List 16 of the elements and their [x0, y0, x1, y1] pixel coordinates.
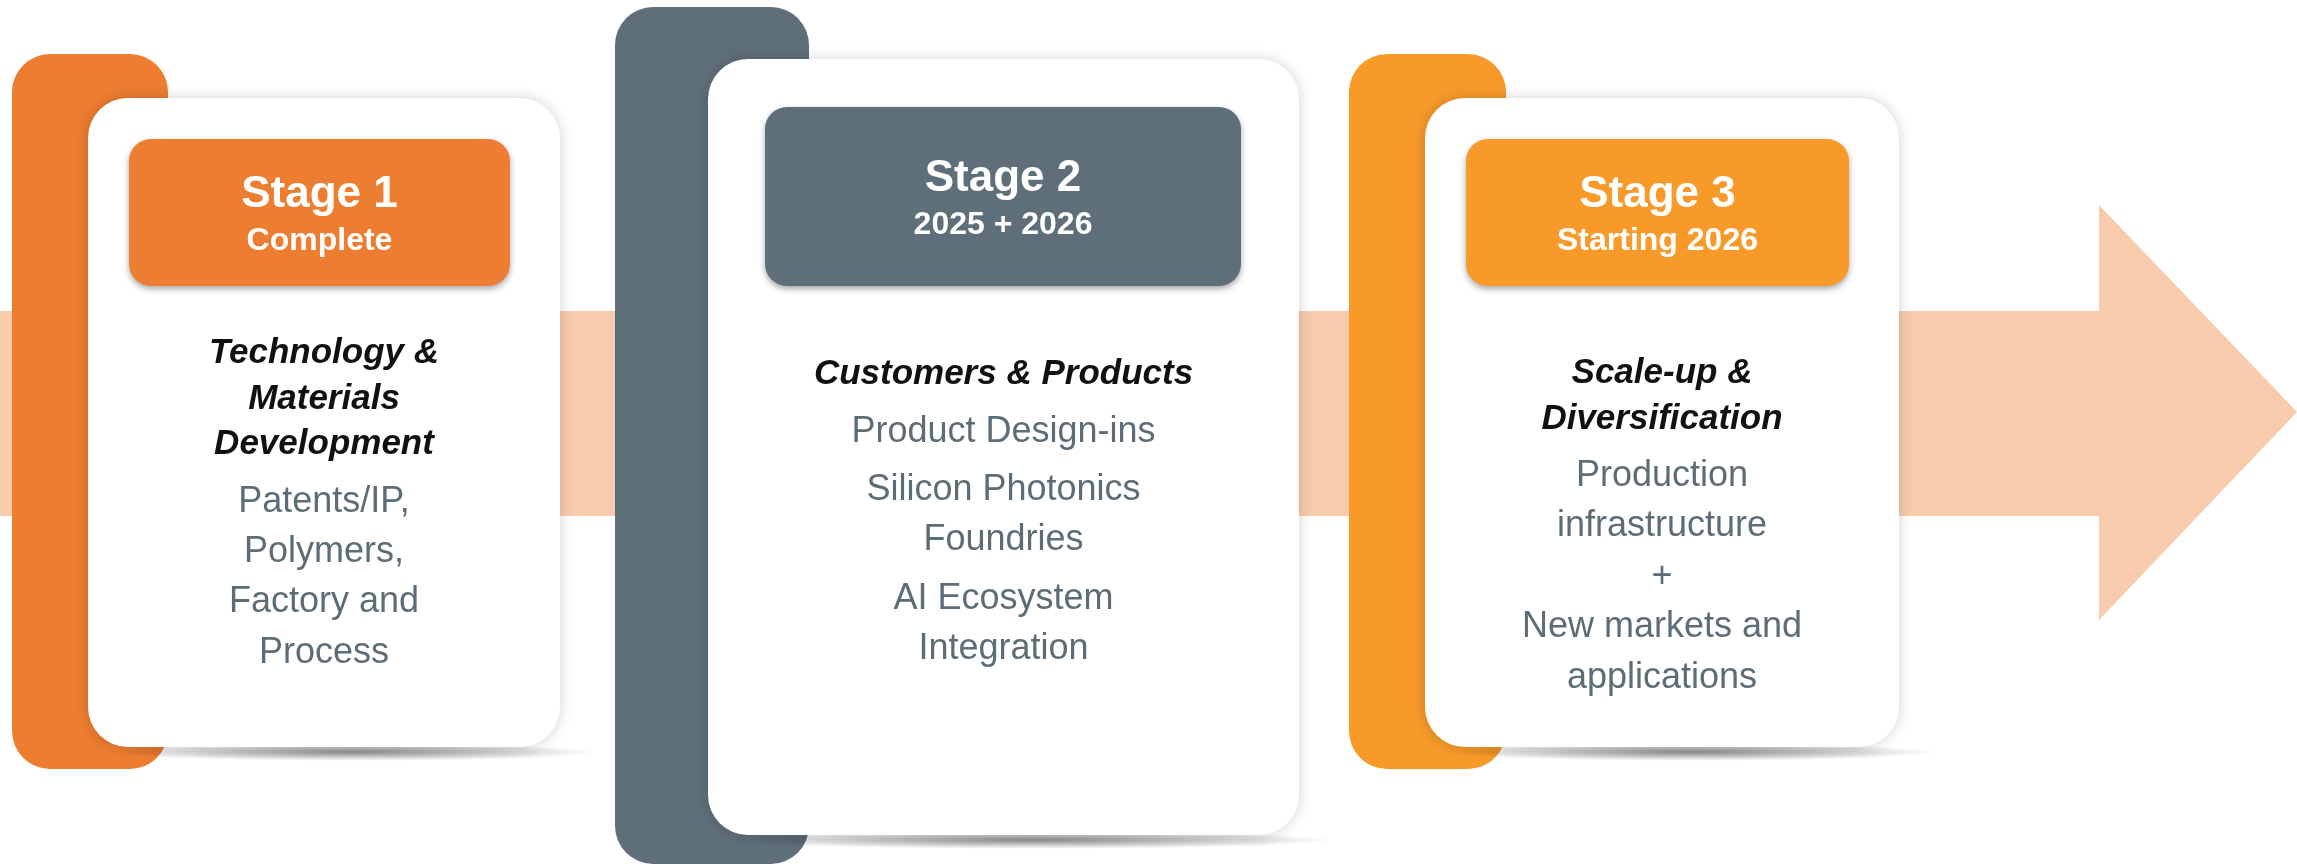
item-text: AI Ecosystem Integration: [892, 574, 1115, 670]
section-heading: Customers & Products: [813, 351, 1194, 393]
item-text: Production infrastructure: [1555, 452, 1769, 547]
section-heading: Scale-up & Diversification: [1540, 350, 1784, 438]
item-text: Product Design-ins: [851, 407, 1156, 452]
stage-card: [708, 59, 1299, 835]
item-text: Silicon Photonics Foundries: [865, 465, 1142, 561]
stage-card: [88, 98, 560, 747]
section-heading: Technology & Materials Development: [207, 330, 441, 463]
stage-header: Stage 2 2025 + 2026: [765, 107, 1241, 286]
stage-header: Stage 1 Complete: [129, 139, 510, 286]
item-text: New markets and applications: [1520, 603, 1804, 698]
stage-card: [1425, 98, 1899, 747]
item-text: Patents/IP, Polymers, Factory and Process: [227, 477, 421, 673]
item-text: +: [1651, 552, 1673, 597]
stage-header: Stage 3 Starting 2026: [1466, 139, 1849, 286]
